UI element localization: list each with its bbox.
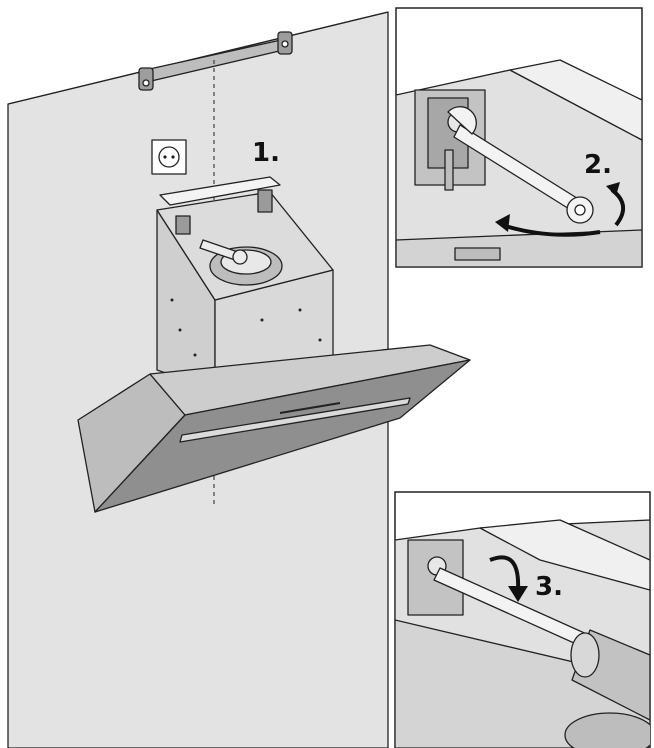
rotation-arrow-icon bbox=[489, 555, 521, 591]
screwdriver-icon bbox=[433, 567, 650, 721]
wall-socket-icon bbox=[151, 139, 187, 175]
mounting-bracket-icon bbox=[138, 31, 293, 91]
main-scene bbox=[7, 8, 471, 748]
step-3-label: 3. bbox=[535, 572, 563, 602]
step-2-label: 2. bbox=[584, 150, 612, 180]
wrench-icon bbox=[447, 106, 594, 224]
ceiling bbox=[8, 8, 388, 104]
step-1-label: 1. bbox=[252, 138, 280, 168]
chimney-top-plate bbox=[159, 176, 281, 206]
inset-step-2 bbox=[395, 7, 643, 268]
rotation-arrow-icon bbox=[501, 223, 601, 237]
chimney-top-face bbox=[156, 191, 334, 301]
hood-handle-strip bbox=[179, 397, 411, 443]
hood-glass-panel bbox=[94, 359, 471, 513]
inset-step-3 bbox=[394, 491, 651, 748]
wrench-icon bbox=[199, 239, 248, 265]
